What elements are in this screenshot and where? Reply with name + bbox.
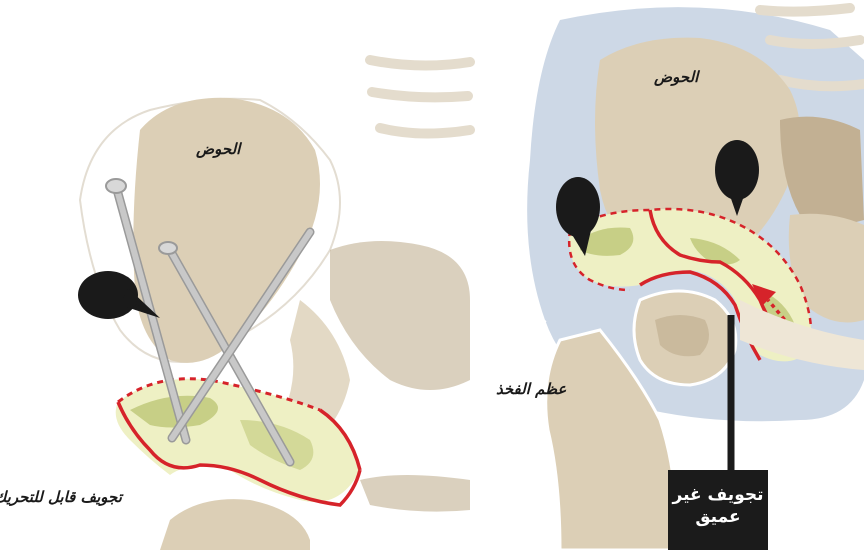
femur-label: عظم الفخذ <box>496 382 566 397</box>
shallow-cavity-label: تجويف غير عميق <box>668 470 768 550</box>
pelvis-label-left: الحوض <box>196 142 240 157</box>
movable-cavity-label: تجويف قابل للتحريك <box>0 490 122 505</box>
pelvis-label-right: الحوض <box>654 70 698 85</box>
partial-label-letter: ر <box>132 294 140 308</box>
right-panel <box>527 7 864 550</box>
pelvis-bone-left <box>133 98 320 363</box>
